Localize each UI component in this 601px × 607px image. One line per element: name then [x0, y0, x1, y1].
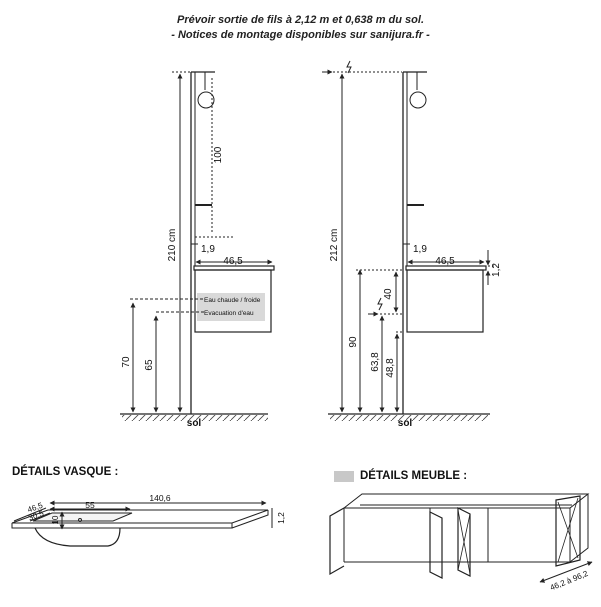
vasque-dim-10-label: 10 — [51, 515, 60, 524]
right-height-label: 212 cm — [329, 229, 340, 262]
vasque-dim-140-6-label: 140,6 — [149, 493, 171, 503]
door-mid-left — [429, 511, 443, 579]
left-mirror-label: 100 — [213, 146, 224, 163]
vasque-front-edge — [11, 523, 233, 529]
meuble-depth-label: 46,2 à 96,2 — [549, 569, 590, 593]
meuble-detail — [329, 493, 593, 583]
dim-depth-line — [539, 561, 593, 583]
dim-40-label: 40 — [383, 288, 394, 300]
dim-70-label: 70 — [121, 356, 132, 368]
dim-90-label: 90 — [348, 336, 359, 348]
right-top-thickness-label: 1,2 — [491, 263, 502, 277]
floor-hatch-left — [122, 415, 268, 421]
left-height-label: 210 cm — [167, 229, 178, 262]
meuble-top — [342, 493, 590, 509]
dim-46-5-line — [13, 507, 47, 522]
dim-63-8-label: 63,8 — [370, 352, 381, 372]
lamp-globe-right — [409, 91, 427, 109]
label-panel-left — [197, 293, 265, 321]
vasque-dim-1-2-label: 1,2 — [276, 512, 286, 524]
electric-bolt-top-icon — [346, 60, 352, 74]
left-elevation — [120, 71, 275, 421]
left-offset-label: 1,9 — [201, 244, 215, 255]
vasque-side-edge — [231, 510, 269, 529]
lamp-globe-left — [197, 91, 215, 109]
right-width-label: 46,5 — [435, 256, 455, 267]
floor-hatch-right — [330, 415, 488, 421]
vasque-detail — [11, 500, 273, 547]
hot-cold-label: Eau chaude / froide — [204, 297, 261, 304]
door-left-open — [329, 507, 345, 576]
floor-label-right: sol — [398, 418, 413, 429]
header-line-1: Prévoir sortie de fils à 2,12 m et 0,638… — [177, 14, 424, 26]
electric-bolt-mid-icon — [377, 297, 383, 311]
basin-recess — [32, 512, 133, 522]
right-elevation — [322, 60, 496, 421]
cabinet-left — [194, 269, 272, 333]
floor-label-left: sol — [187, 418, 202, 429]
dim-65-label: 65 — [144, 359, 155, 371]
door-brace-right — [557, 497, 579, 563]
header-line-2: - Notices de montage disponibles sur san… — [171, 29, 430, 41]
vasque-dim-55-label: 55 — [85, 500, 95, 510]
dim-30-5-line — [29, 512, 51, 522]
door-mid-right — [457, 507, 471, 577]
door-right-open — [555, 495, 581, 567]
meuble-title: DÉTAILS MEUBLE : — [360, 470, 468, 482]
right-offset-label: 1,9 — [413, 244, 427, 255]
drain-hole — [78, 518, 82, 522]
dim-48-8-label: 48,8 — [385, 358, 396, 378]
meuble-side — [569, 494, 589, 564]
door-brace-mid — [457, 509, 471, 575]
vasque-title: DÉTAILS VASQUE : — [12, 466, 119, 478]
left-width-label: 46,5 — [223, 256, 243, 267]
cabinet-right — [406, 269, 484, 333]
basin-bowl — [34, 527, 121, 547]
meuble-title-swatch — [334, 471, 354, 482]
drain-label: Evacuation d'eau — [204, 310, 254, 317]
